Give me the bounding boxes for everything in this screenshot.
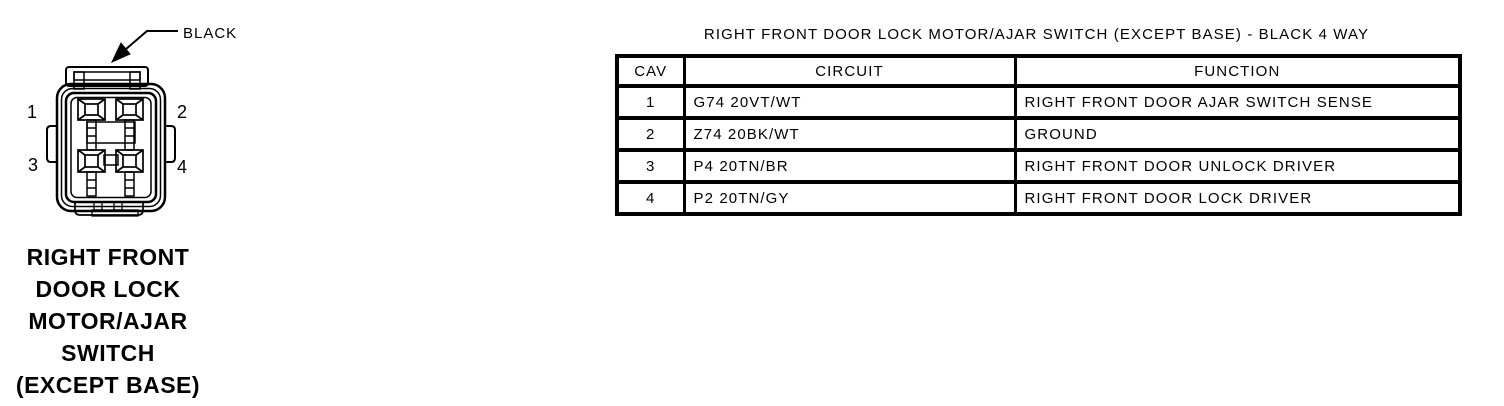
column-header-function: FUNCTION [1013, 54, 1462, 88]
circuit-cell: G74 20VT/WT [682, 84, 1017, 120]
cav-cell: 2 [615, 116, 686, 152]
table-row: 1 G74 20VT/WT RIGHT FRONT DOOR AJAR SWIT… [615, 84, 1462, 120]
black-label-arrowhead-icon [110, 42, 131, 64]
connector-body [55, 82, 167, 213]
pin-label-3: 3 [28, 155, 38, 175]
connector-top-latch [65, 66, 149, 90]
circuit-cell: P4 20TN/BR [682, 148, 1017, 184]
connector-color-label: BLACK [183, 25, 237, 42]
table-header-row: CAV CIRCUIT FUNCTION [615, 54, 1462, 88]
function-cell: RIGHT FRONT DOOR LOCK DRIVER [1013, 180, 1462, 216]
connector-terminal-stems [86, 119, 135, 197]
caption-line: RIGHT FRONT [26, 244, 190, 270]
connector-wing-right [165, 125, 176, 163]
table-row: 3 P4 20TN/BR RIGHT FRONT DOOR UNLOCK DRI… [615, 148, 1462, 184]
connector-terminal-3 [77, 149, 106, 173]
pin-label-2: 2 [177, 102, 187, 122]
cav-cell: 4 [615, 180, 686, 216]
pinout-table-title: RIGHT FRONT DOOR LOCK MOTOR/AJAR SWITCH … [703, 26, 1370, 43]
column-header-circuit: CIRCUIT [682, 54, 1017, 88]
connector-caption: RIGHT FRONT DOOR LOCK MOTOR/AJAR SWITCH … [2, 241, 214, 401]
function-cell: RIGHT FRONT DOOR AJAR SWITCH SENSE [1013, 84, 1462, 120]
caption-line: MOTOR/AJAR [28, 308, 188, 334]
connector-diagram: BLACK 1 2 3 4 [27, 25, 237, 217]
circuit-cell: P2 20TN/GY [682, 180, 1017, 216]
function-cell: RIGHT FRONT DOOR UNLOCK DRIVER [1013, 148, 1462, 184]
function-cell: GROUND [1013, 116, 1462, 152]
circuit-cell: Z74 20BK/WT [682, 116, 1017, 152]
table-row: 2 Z74 20BK/WT GROUND [615, 116, 1462, 152]
caption-line: SWITCH [61, 340, 155, 366]
connector-wing-left [46, 125, 57, 163]
cav-cell: 3 [615, 148, 686, 184]
connector-terminal-4 [115, 149, 144, 173]
pin-label-4: 4 [177, 157, 187, 177]
connector-terminal-1 [77, 98, 106, 121]
black-label-leader-line [125, 30, 178, 50]
column-header-cav: CAV [615, 54, 686, 88]
caption-line: (EXCEPT BASE) [15, 372, 201, 398]
connector-artwork [46, 66, 176, 217]
cav-cell: 1 [615, 84, 686, 120]
caption-line: DOOR LOCK [35, 276, 181, 302]
connector-terminal-2 [115, 98, 144, 121]
connector-bottom-tabs [74, 201, 144, 217]
table-row: 4 P2 20TN/GY RIGHT FRONT DOOR LOCK DRIVE… [615, 180, 1462, 216]
pin-label-1: 1 [27, 102, 37, 122]
pinout-table: CAV CIRCUIT FUNCTION 1 G74 20VT/WT RIGHT… [615, 54, 1462, 216]
